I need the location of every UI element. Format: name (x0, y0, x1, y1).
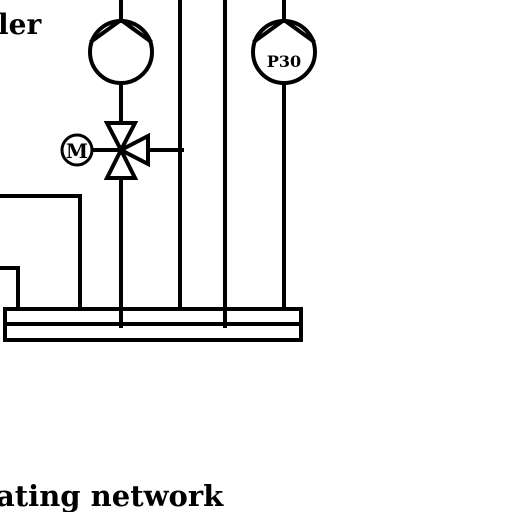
left-pump-icon (88, 19, 154, 85)
right-pump-tag: P30 (267, 52, 301, 71)
left-return-line-upper (0, 194, 82, 311)
left-pump (88, 0, 154, 85)
motor-label: M (66, 139, 88, 163)
motor-actuator-icon (60, 133, 94, 167)
right-pump: P30 (251, 0, 317, 85)
bottom-label: ating network (0, 479, 224, 512)
three-way-valve (91, 121, 150, 180)
right-pump-symbol-lines (252, 17, 316, 44)
valve-top-triangle (103, 121, 139, 155)
motor-actuator: M (60, 133, 94, 167)
top-left-label: ler (0, 8, 42, 41)
left-return-line-lower (0, 266, 20, 311)
left-pump-symbol-lines (89, 17, 153, 44)
